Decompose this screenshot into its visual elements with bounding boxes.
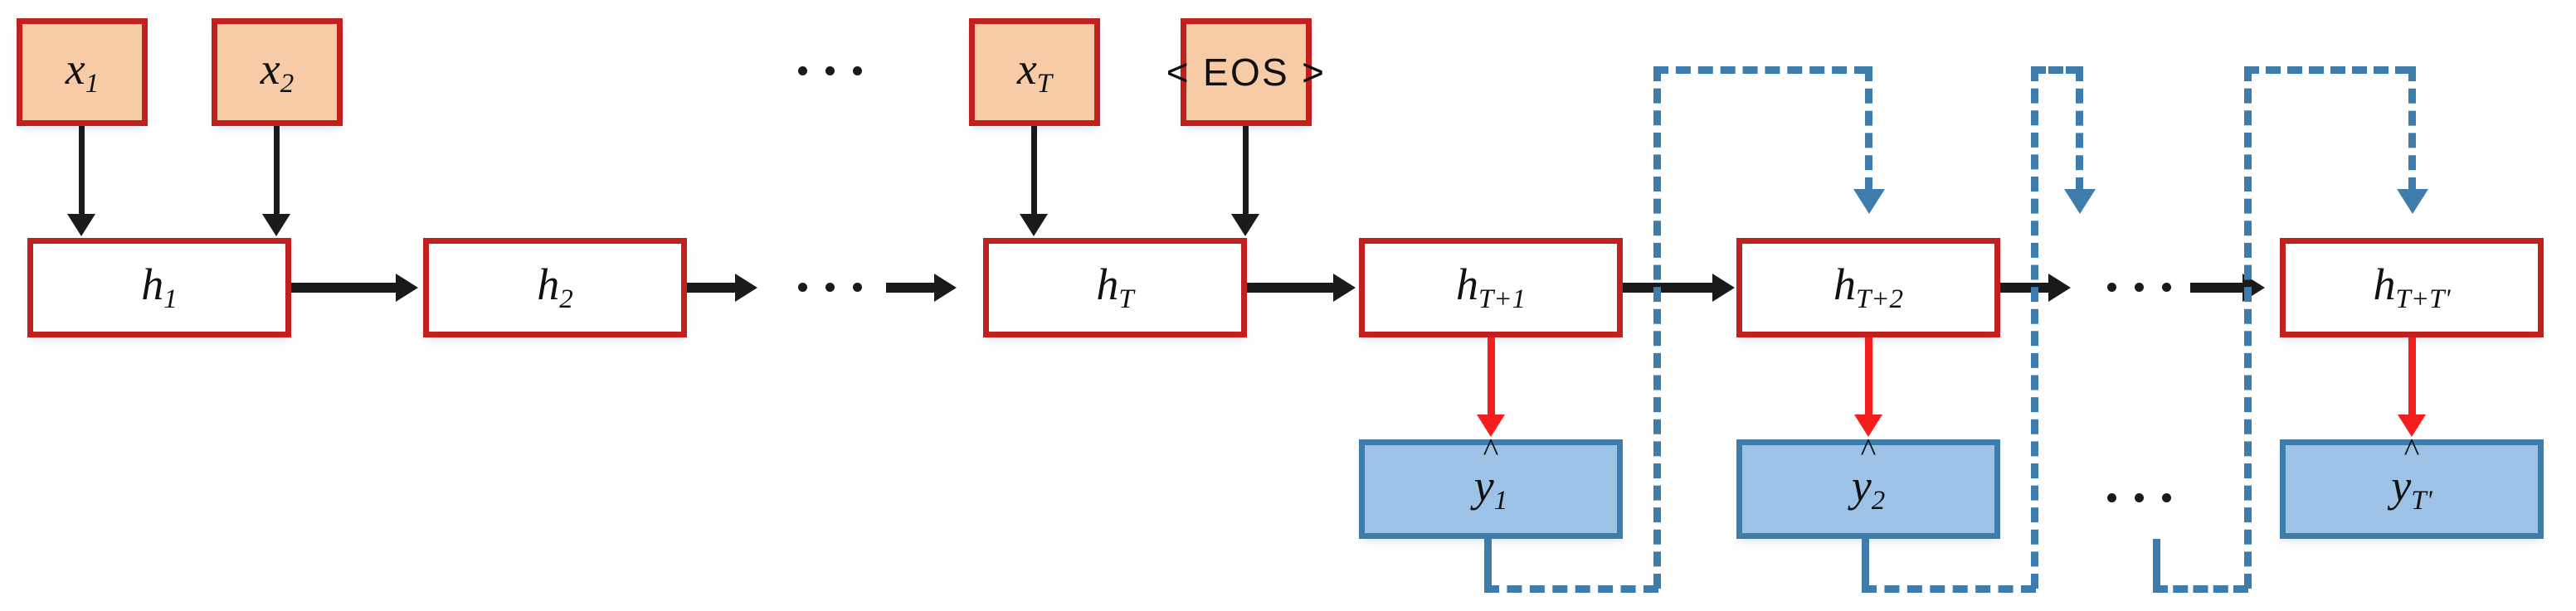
output-box-y2: ^y2 [1736,431,2000,539]
hidden-box-hT1: hT+1 [1359,238,1623,337]
hat-accent-yTT: ^ [2403,431,2420,469]
loop2-descender [2076,66,2083,192]
arrow-hT2-to-dots-shaft [2000,283,2050,293]
loop1-top-segment [1653,66,1869,74]
output-label-yTT: ^yT' [2391,431,2432,516]
arrow-hT1-to-y1-head [1477,415,1505,437]
loop3-right-riser [2244,66,2252,589]
arrow-x2-to-h2-shaft [274,126,280,216]
arrow-hT1-to-hT2-head [1712,274,1735,302]
hidden-box-h1: h1 [27,238,291,337]
loop1-descender [1865,66,1872,192]
arrow-xT-to-hT-head [1020,214,1048,236]
loop2-bottom-segment [1862,585,2036,593]
loop1-bottom-segment [1484,585,1658,593]
arrow-dots-to-hT-shaft [886,283,936,293]
hidden-box-hT: hT [983,238,1247,337]
output-label-y2: ^y2 [1851,431,1886,516]
output-label-y1: ^y1 [1473,431,1508,516]
loop2-stub-from-y2 [1862,539,1869,589]
arrow-x1-to-h1-head [67,214,95,236]
output-box-y1: ^y1 [1359,431,1623,539]
arrow-hTT-to-yTT-shaft [2408,337,2416,416]
arrow-hT2-to-y2-shaft [1865,337,1872,416]
hidden-row-ellipsis [798,283,862,292]
hat-accent-y2: ^ [1860,431,1877,469]
hidden-label-hT1: hT+1 [1455,259,1527,314]
hidden-box-hTT: hT+T' [2280,238,2544,337]
input-label-xT: xT [1016,44,1053,99]
input-box-xT: xT [969,18,1100,126]
input-label-eos: < EOS > [1166,51,1327,94]
arrow-x2-to-h2-head [262,214,290,236]
arrow-h1-to-h2-head [396,274,418,302]
loop2-top-segment [2031,66,2081,74]
loop3-descender [2408,66,2416,192]
loop2-arrow-head [2064,189,2096,214]
loop1-arrow-head-into-hT2 [1853,189,1885,214]
arrow-xT-to-hT-shaft [1031,126,1037,216]
hat-accent-y1: ^ [1483,431,1499,469]
arrow-hT1-to-y1-shaft [1488,337,1495,416]
arrow-hT2-to-y2-head [1854,415,1882,437]
output-row-ellipsis [2107,493,2171,502]
loop1-right-riser [1653,66,1661,589]
input-label-x2: x2 [260,44,295,99]
hidden-box-h2: h2 [423,238,687,337]
input-label-x1: x1 [65,44,100,99]
input-box-x2: x2 [212,18,343,126]
arrow-hT-to-hT1-head [1333,274,1356,302]
arrow-hT1-to-hT2-shaft [1623,283,1714,293]
output-box-yTT: ^yT' [2280,431,2544,539]
input-box-eos: < EOS > [1166,18,1324,126]
loop1-stub-from-y1 [1484,539,1492,589]
hidden-label-hTT: hT+T' [2373,259,2451,314]
arrow-dots-to-hT-head [934,274,957,302]
hidden-row-right-ellipsis [2107,283,2171,292]
loop2-right-riser [2031,66,2038,589]
loop3-stub-from-ellipsis [2153,539,2160,585]
hidden-box-hT2: hT+2 [1736,238,2000,337]
arrow-dots-to-hTT-shaft [2190,283,2244,293]
input-row-ellipsis [798,66,862,75]
hidden-label-h1: h1 [141,259,178,314]
input-box-x1: x1 [17,18,148,126]
arrow-x1-to-h1-shaft [79,126,85,216]
arrow-hT-to-hT1-shaft [1247,283,1335,293]
loop3-top-segment [2244,66,2410,74]
arrow-h2-to-dots-head [735,274,757,302]
arrow-hTT-to-yTT-head [2398,415,2426,437]
arrow-eos-to-hT1-head [1231,214,1259,236]
hidden-label-h2: h2 [537,259,573,314]
arrow-hT2-to-dots-head [2048,274,2071,302]
hidden-label-hT: hT [1096,259,1134,314]
hidden-label-hT2: hT+2 [1833,259,1904,314]
arrow-h1-to-h2-shaft [291,283,397,293]
loop3-bottom-segment [2153,585,2248,593]
loop3-arrow-head-into-hTT [2397,189,2428,214]
arrow-eos-to-hT1-shaft [1243,126,1249,216]
arrow-h2-to-dots-shaft [687,283,737,293]
